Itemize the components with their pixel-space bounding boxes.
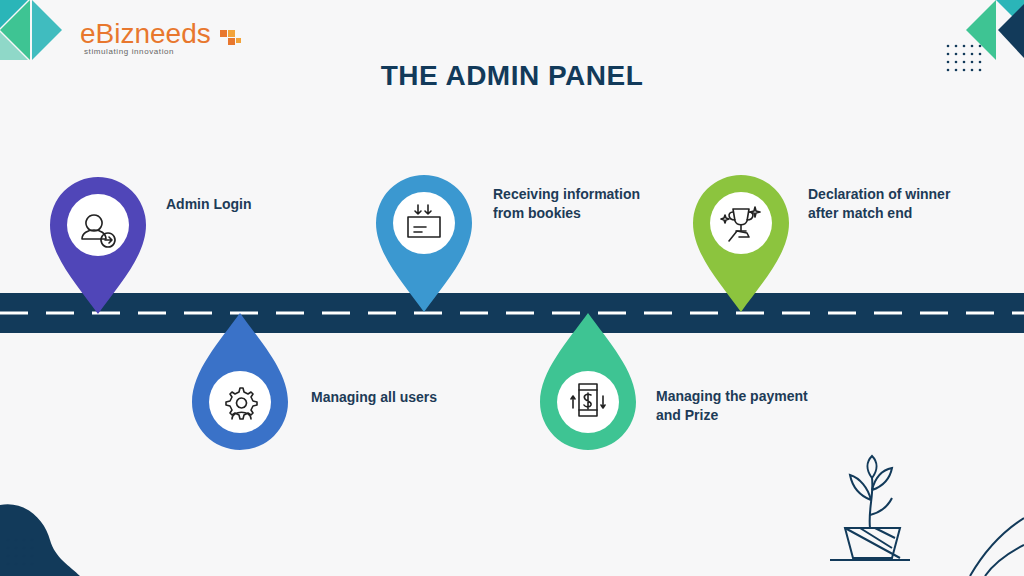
corner-triangle [0, 32, 28, 60]
map-pin: Admin Login [48, 170, 148, 314]
pin-marker [48, 170, 148, 314]
pin-marker [691, 168, 791, 312]
map-pin: Managing all users [190, 313, 290, 457]
pin-marker [190, 313, 290, 457]
page-title: THE ADMIN PANEL [0, 60, 1024, 92]
map-pin: Receiving information from bookies [374, 168, 474, 312]
plant-illustration [830, 456, 910, 560]
pin-marker [374, 168, 474, 312]
step-label: Declaration of winner after match end [808, 185, 978, 223]
pin-icon [571, 384, 605, 416]
pin-icon [408, 205, 440, 237]
dot-grid [947, 45, 982, 72]
pin-icon [82, 215, 115, 247]
pin-marker [538, 313, 638, 457]
scribble [970, 518, 1024, 576]
dot-grid [7, 539, 33, 565]
road-dashes [0, 312, 1024, 315]
corner-triangle [0, 0, 30, 60]
map-pin: Declaration of winner after match end [691, 168, 791, 312]
step-label: Managing all users [311, 388, 481, 407]
pin-icon [721, 207, 760, 241]
logo-text: eBizneeds [80, 18, 211, 50]
logo-tagline: stimulating innovation [84, 47, 174, 56]
pin-icon [226, 388, 257, 419]
corner-triangle [966, 0, 996, 60]
corner-triangle [32, 0, 62, 60]
logo-mark [220, 30, 241, 45]
corner-triangle [998, 4, 1024, 58]
step-label: Admin Login [166, 195, 336, 214]
road [0, 293, 1024, 333]
map-pin: Managing the payment and Prize [538, 313, 638, 457]
step-label: Managing the payment and Prize [656, 387, 826, 425]
step-label: Receiving information from bookies [493, 185, 663, 223]
corner-blob [0, 504, 80, 576]
